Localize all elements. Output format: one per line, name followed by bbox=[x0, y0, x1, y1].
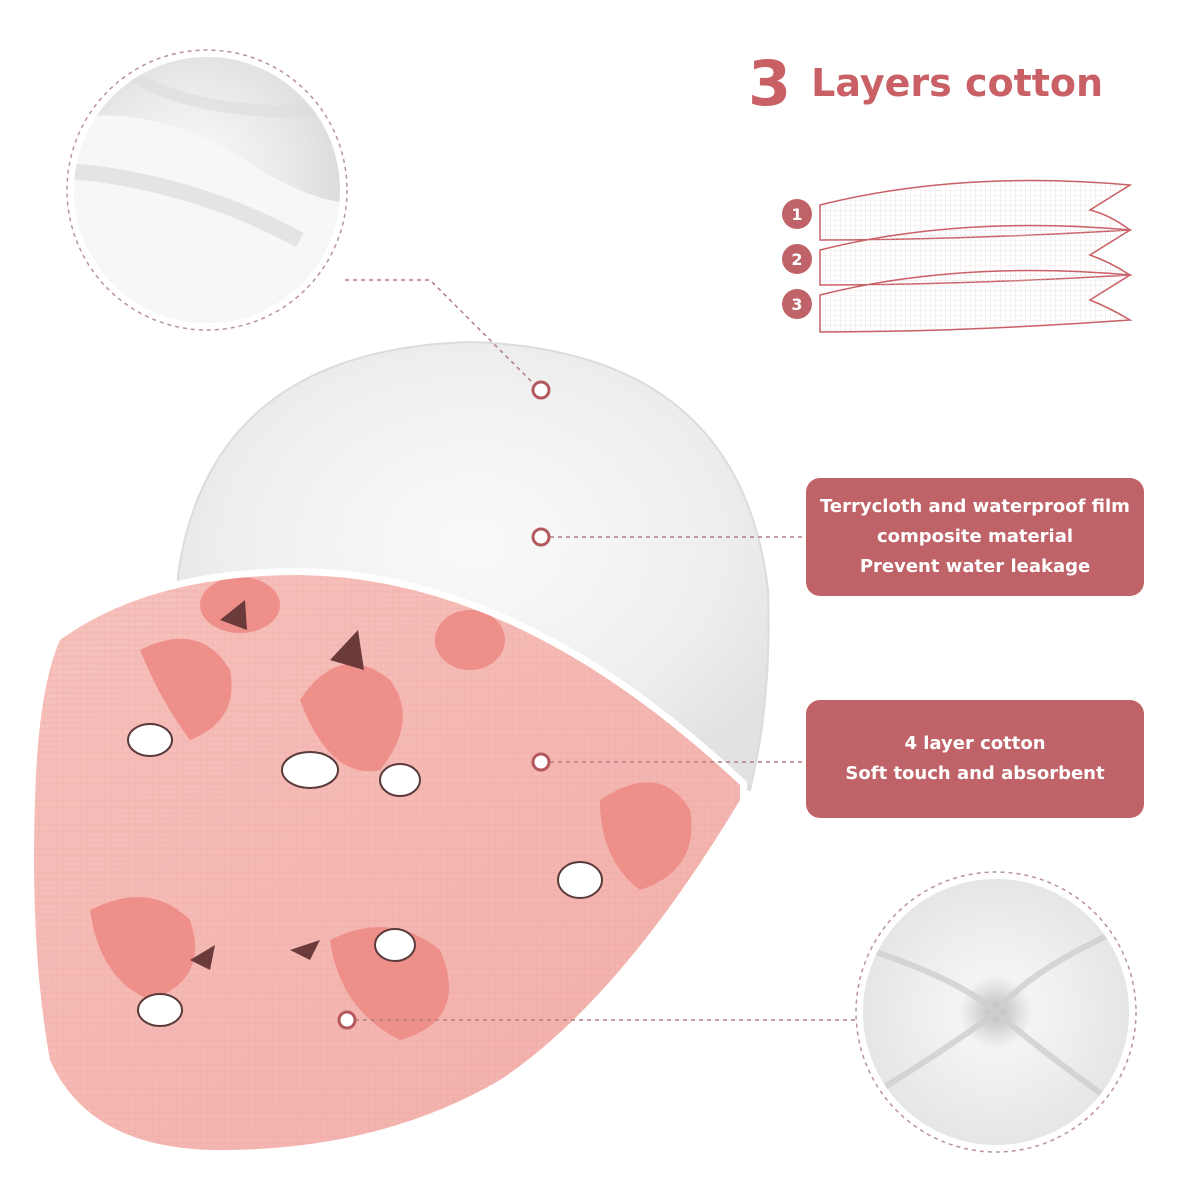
callout-line: Soft touch and absorbent bbox=[845, 763, 1105, 784]
callout-line: Prevent water leakage bbox=[859, 556, 1091, 577]
layer-label-1: 1 bbox=[791, 205, 802, 224]
marker-dots bbox=[337, 380, 551, 1030]
callout-line: 4 layer cotton bbox=[904, 733, 1046, 754]
callout-line: composite material bbox=[876, 526, 1074, 547]
callout-line: Terrycloth and waterproof film bbox=[820, 496, 1130, 517]
layer-stack-diagram: 1 2 3 bbox=[782, 179, 1133, 333]
layer-count: 3 bbox=[748, 46, 791, 120]
title-text: Layers cotton bbox=[811, 61, 1104, 105]
layer-label-2: 2 bbox=[791, 250, 802, 269]
callout-cotton: 4 layer cotton Soft touch and absorbent bbox=[806, 700, 1144, 818]
layer-label-3: 3 bbox=[791, 295, 802, 314]
callout-terrycloth: Terrycloth and waterproof film composite… bbox=[806, 478, 1144, 596]
terry-layer bbox=[177, 340, 770, 792]
leader-lines bbox=[345, 279, 856, 1021]
page-title: 3 Layers cotton bbox=[748, 46, 1104, 120]
squirrel-print bbox=[90, 577, 692, 1040]
